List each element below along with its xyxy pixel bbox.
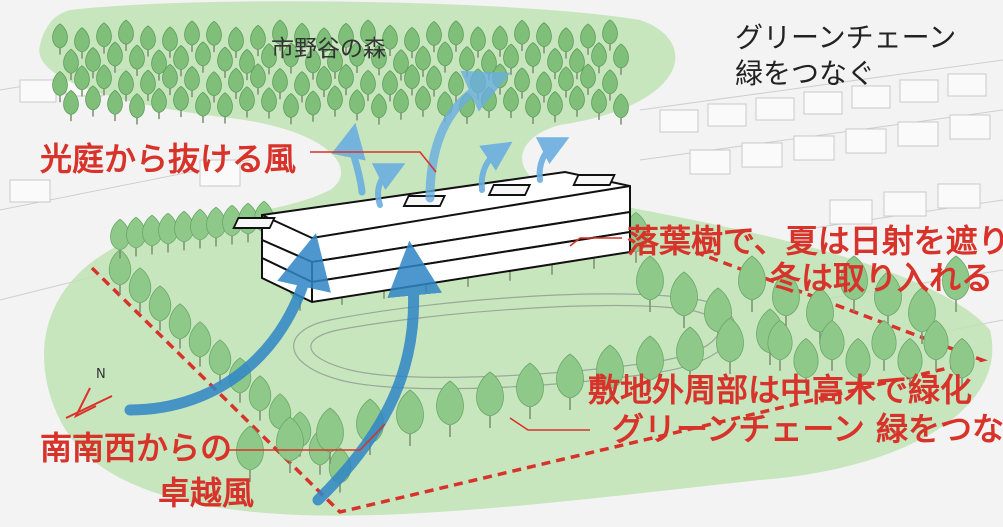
courtyard-wind-arrow-4: [478, 141, 513, 193]
prevailing-wind-arrow-2: [312, 240, 443, 506]
tree: [426, 65, 442, 91]
tree: [206, 71, 222, 97]
tree: [360, 19, 376, 45]
tree: [162, 26, 178, 52]
tree: [393, 49, 409, 75]
tree: [602, 69, 618, 95]
prevailing-wind-arrow-1: [124, 233, 331, 416]
tree: [294, 71, 310, 97]
tree: [569, 48, 585, 74]
tree: [613, 43, 629, 69]
forest-trees: [52, 19, 629, 125]
tree: [415, 85, 431, 111]
tree: [525, 41, 541, 68]
courtyard-wind-arrow-5: [535, 137, 570, 183]
tree: [547, 91, 563, 117]
tree: [360, 69, 376, 95]
green-chain-line1: グリーンチェーン: [735, 21, 957, 54]
perimeter-trees: [108, 200, 975, 493]
courtyard-wind-arrow-2: [425, 70, 511, 203]
tree: [195, 91, 211, 117]
tree: [85, 85, 101, 111]
prevailing-wind-label-line2: 卓越風: [158, 474, 255, 512]
tree: [228, 26, 244, 52]
deciduous-label-line2: 冬は取り入れる: [769, 259, 994, 297]
tree: [327, 85, 343, 111]
tree: [404, 64, 420, 90]
tree: [536, 22, 552, 48]
tree: [151, 87, 167, 113]
forest-label: 市野谷の森: [271, 36, 386, 62]
tree: [107, 89, 123, 115]
tree: [613, 93, 629, 119]
wind-arrows: [124, 70, 570, 506]
courtyard-wind-arrow-3: [371, 163, 406, 208]
green-chain-line2: 緑をつなぐ: [735, 57, 876, 90]
tree: [371, 93, 387, 119]
city-blocks: [9, 73, 991, 225]
tree: [63, 89, 79, 115]
north-arrow: N: [65, 367, 113, 419]
tree: [118, 19, 134, 45]
tree: [470, 26, 486, 52]
tree: [129, 44, 145, 70]
perimeter-label-line1: 敷地外周部は中高木で緑化: [588, 371, 973, 409]
tree: [294, 22, 310, 48]
perimeter-label-line2: グリーンチェーン 緑をつなぐ: [612, 410, 1003, 448]
prevailing-wind-label-line1: 南南西からの: [40, 429, 233, 467]
tree: [96, 64, 112, 90]
tree: [272, 67, 288, 94]
tree: [228, 67, 244, 93]
tree: [459, 46, 475, 72]
green-chain-label: グリーンチェーン 緑をつなぐ: [735, 24, 956, 96]
tree: [349, 89, 365, 115]
tree: [283, 42, 299, 68]
tree: [514, 19, 530, 45]
north-label: N: [96, 367, 106, 382]
tree: [85, 47, 101, 73]
deciduous-label-line1: 落葉樹で、夏は日射を遮り: [627, 222, 1003, 260]
leader-lines: [226, 151, 622, 451]
courtyard-wind-arrow-1: [331, 122, 366, 196]
tree: [96, 22, 112, 48]
tree: [492, 25, 508, 51]
tree: [437, 41, 453, 67]
tree: [162, 63, 178, 89]
tree: [173, 85, 189, 111]
tree: [305, 90, 321, 116]
tree: [382, 24, 398, 50]
courtyard-wind-label: 光庭から抜ける風: [40, 140, 297, 178]
tree: [272, 19, 288, 45]
